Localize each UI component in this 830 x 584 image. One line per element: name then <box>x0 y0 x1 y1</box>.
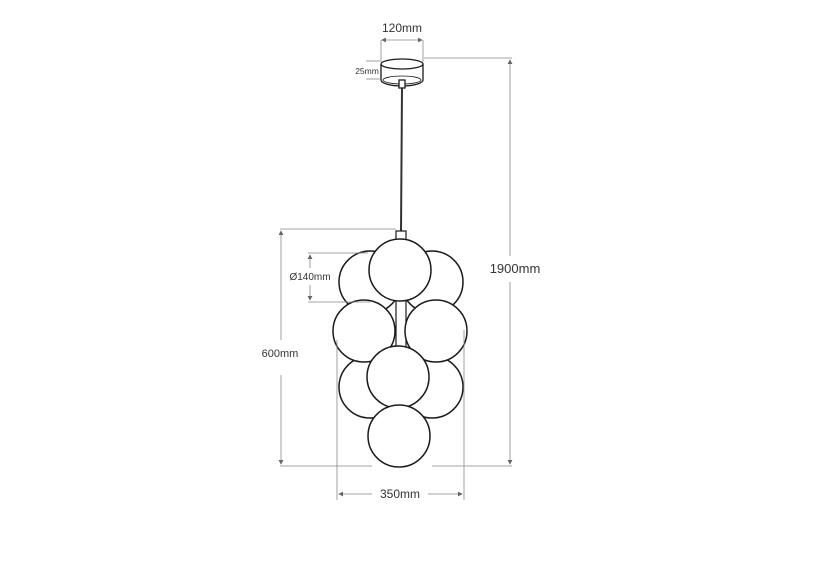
central-stem <box>395 299 407 351</box>
body-width-label: 350mm <box>380 487 420 501</box>
ceiling-canopy <box>380 58 424 89</box>
canopy-width-label: 120mm <box>382 21 422 35</box>
dimension-lines <box>278 37 513 500</box>
canopy-height-label: 25mm <box>355 66 379 76</box>
body-height-label: 600mm <box>262 348 299 360</box>
total-height-label: 1900mm <box>490 261 541 276</box>
globe-diameter-label: Ø140mm <box>289 272 330 283</box>
suspension-cable <box>400 87 403 233</box>
glass-globes <box>332 238 468 468</box>
